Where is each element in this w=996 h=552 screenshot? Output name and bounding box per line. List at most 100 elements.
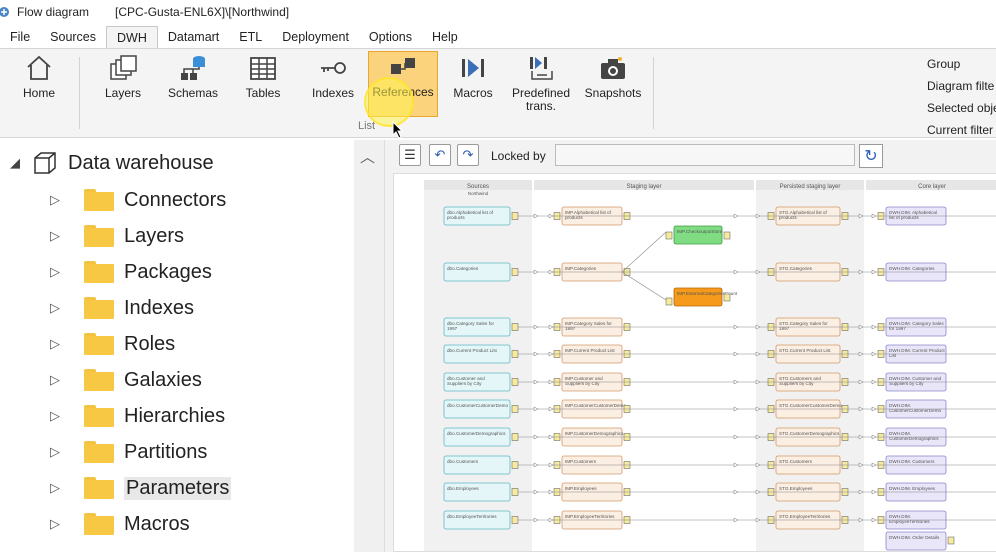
current-filter-option[interactable]: Current filter: [927, 123, 994, 137]
layers-button[interactable]: Layers: [98, 53, 148, 115]
diagram-node-label: products: [565, 215, 583, 220]
expand-arrow-icon[interactable]: ▷: [50, 480, 60, 495]
flow-arrow: [548, 489, 554, 495]
list-view-button[interactable]: ☰: [399, 144, 421, 166]
diagram-node-label: DWH.DIM. Categories: [889, 266, 935, 271]
indexes-button[interactable]: Indexes: [306, 53, 360, 115]
diagram-node-label: EmployeeTerritories: [889, 519, 930, 524]
menu-help[interactable]: Help: [432, 30, 458, 44]
menu-deployment[interactable]: Deployment: [282, 30, 349, 44]
tree-item-galaxies[interactable]: ▷Galaxies: [50, 364, 202, 396]
diagram-node-label: Suppliers by City: [565, 381, 600, 386]
expand-arrow-icon[interactable]: ▷: [50, 264, 60, 279]
flow-diagram-canvas[interactable]: Sources Staging layer Persisted staging la…: [393, 173, 996, 552]
tree-item-packages[interactable]: ▷Packages: [50, 256, 212, 288]
home-button[interactable]: Home: [14, 53, 64, 115]
indexes-label: Indexes: [311, 86, 355, 100]
tree-item-label: Layers: [124, 224, 185, 247]
lane-title: Staging layer: [626, 184, 661, 190]
ribbon-separator: [653, 57, 654, 129]
flow-arrow: [733, 324, 739, 330]
tree-item-roles[interactable]: ▷Roles: [50, 328, 175, 360]
selected-objects-option[interactable]: Selected obje: [927, 101, 996, 115]
tree-item-partitions[interactable]: ▷Partitions: [50, 436, 207, 468]
flow-arrow: [733, 517, 739, 523]
tree-item-connectors[interactable]: ▷ Connectors: [50, 184, 226, 216]
tree-item-label: Connectors: [124, 188, 227, 211]
diagram-node: [443, 317, 511, 337]
diagram-node-label: IMP.CustomerDemographics: [565, 431, 624, 436]
lane-header: [424, 180, 532, 190]
tree-item-macros[interactable]: ▷Macros: [50, 508, 190, 540]
expand-arrow-icon[interactable]: ▷: [50, 372, 60, 387]
diagram-node-label: dbo.CustomerCustomerDemo: [447, 403, 508, 408]
ribbon: Home Layers Schemas Tables Indexes Refer…: [0, 48, 996, 139]
expand-arrow-icon[interactable]: ▷: [50, 336, 60, 351]
list-icon: ☰: [404, 147, 416, 162]
diagram-node-label: dbo.Alphabetical list of: [447, 210, 494, 215]
tree-root[interactable]: ◢ Data warehouse: [10, 150, 214, 176]
diagram-filter-option[interactable]: Diagram filte: [927, 79, 995, 93]
tree-item-parameters[interactable]: ▷Parameters: [50, 472, 232, 504]
expand-arrow-icon[interactable]: ▷: [50, 408, 60, 423]
folder-icon: [84, 333, 114, 355]
expand-arrow-icon[interactable]: ▷: [50, 300, 60, 315]
menu-file[interactable]: File: [10, 30, 31, 44]
flow-arrow: [548, 351, 554, 357]
tables-button[interactable]: Tables: [240, 53, 286, 115]
flow-arrow: [858, 489, 864, 495]
node-badge: [511, 405, 519, 413]
node-badge: [511, 516, 519, 524]
flow-arrow: [871, 462, 877, 468]
menu-options[interactable]: Options: [368, 30, 413, 44]
diagram-node-label: STG.Customers and: [779, 376, 821, 381]
collapse-arrow-icon[interactable]: ◢: [10, 155, 20, 170]
tree-item-hierarchies[interactable]: ▷Hierarchies: [50, 400, 225, 432]
flow-arrow: [755, 351, 761, 357]
checkout-node-label: IMP.CheckoutpoiStore: [677, 229, 723, 234]
expand-arrow-icon[interactable]: ▷: [50, 516, 60, 531]
collapse-up-icon[interactable]: ︿: [360, 149, 376, 166]
tree-item-indexes[interactable]: ▷ Indexes: [50, 292, 194, 324]
undo-button[interactable]: ↶: [429, 144, 451, 166]
click-highlight: [364, 77, 414, 127]
menu-sources[interactable]: Sources: [50, 30, 97, 44]
flow-arrow: [755, 324, 761, 330]
flow-arrow: [548, 269, 554, 275]
tree-root-label: Data warehouse: [68, 151, 214, 174]
group-option[interactable]: Group: [927, 57, 961, 71]
folder-icon: [84, 405, 114, 427]
expand-arrow-icon[interactable]: ▷: [50, 444, 60, 459]
lane-title: Sources: [467, 184, 489, 190]
panel-splitter[interactable]: ︿: [354, 140, 384, 552]
expand-arrow-icon[interactable]: ▷: [50, 192, 60, 207]
diagram-node-label: dbo.Current Product List: [447, 348, 498, 353]
menu-datamart[interactable]: Datamart: [167, 30, 220, 44]
diagram-node-label: STG.Categories: [779, 266, 813, 271]
redo-button[interactable]: ↷: [457, 144, 479, 166]
flow-arrow: [755, 213, 761, 219]
flow-arrow: [548, 406, 554, 412]
diagram-node-label: IMP.Current Product List: [565, 348, 615, 353]
schemas-button[interactable]: Schemas: [166, 53, 220, 115]
flow-arrow: [871, 379, 877, 385]
macros-button[interactable]: Macros: [450, 53, 496, 115]
refresh-button[interactable]: ↻: [859, 144, 883, 168]
lane-title: Persisted staging layer: [780, 184, 841, 190]
tree-item-label: Indexes: [124, 296, 195, 319]
flow-arrow: [755, 517, 761, 523]
flow-arrow: [533, 434, 539, 440]
diagram-node-label: IMP.EmployeeTerritories: [565, 514, 615, 519]
app-icon: [0, 7, 9, 17]
tree-item-layers[interactable]: ▷ Layers: [50, 220, 184, 252]
menu-etl[interactable]: ETL: [239, 30, 263, 44]
menu-dwh[interactable]: DWH: [106, 26, 158, 48]
diagram-node-label: DWH.DIM. Employees: [889, 486, 936, 491]
home-label: Home: [22, 86, 55, 100]
predefined-trans-button[interactable]: Predefined trans.: [508, 53, 574, 115]
locked-by-field[interactable]: [555, 144, 855, 166]
snapshots-button[interactable]: Snapshots: [580, 53, 646, 115]
window-context: [CPC-Gusta-ENL6X]\[Northwind]: [115, 5, 290, 19]
flow-arrow: [858, 379, 864, 385]
expand-arrow-icon[interactable]: ▷: [50, 228, 60, 243]
